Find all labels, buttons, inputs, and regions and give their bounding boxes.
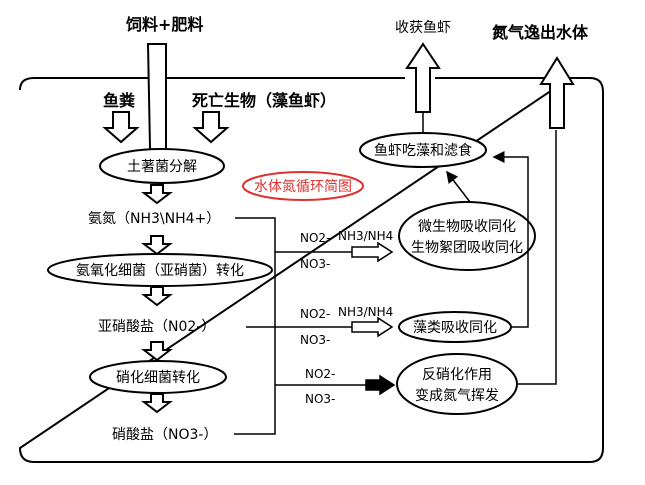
feed-input-arrow — [146, 43, 167, 162]
fish-manure-label: 鱼粪 — [103, 91, 135, 110]
nitrite-bacteria-label: 氨氧化细菌（亚硝菌）转化 — [76, 263, 244, 279]
nitrifying-bacteria-label: 硝化细菌转化 — [116, 370, 200, 386]
down-arrow-5 — [141, 393, 173, 414]
row1-no3-label: NO3- — [300, 257, 330, 271]
water-body-frame — [18, 77, 604, 463]
algae-to-fish-arrow — [492, 151, 529, 328]
microbe-label-2: 生物絮团吸收同化 — [411, 239, 523, 256]
left-collector-line — [234, 217, 276, 435]
fish-manure-arrow — [102, 111, 140, 144]
nitrate-label: 硝酸盐（NO3-） — [112, 427, 217, 443]
harvest-up-arrow — [405, 42, 441, 113]
microbe-to-fish-arrow — [446, 170, 471, 203]
row3-arrow-head — [365, 374, 396, 396]
nitrogen-escape-arrow — [539, 56, 575, 129]
diagram-title: 水体氮循环简图 — [254, 178, 352, 195]
title-ring — [242, 171, 364, 201]
denit-to-escape-line — [516, 130, 557, 385]
soil-bacteria-label: 土著菌分解 — [127, 159, 197, 175]
denitrification-label-1: 反硝化作用 — [422, 367, 492, 383]
row1-nh3-label: NH3/NH4 — [338, 229, 393, 243]
row2-nh3-label: NH3/NH4 — [338, 305, 393, 319]
row2-no2-label: NO2- — [300, 307, 330, 321]
dead-organisms-arrow — [192, 111, 230, 144]
down-arrow-1 — [141, 184, 173, 205]
denitrification-label-2: 变成氮气挥发 — [415, 388, 499, 404]
harvest-label: 收获鱼虾 — [395, 19, 451, 36]
microbe-label-1: 微生物吸收同化 — [418, 219, 516, 235]
row3-no3-label: NO3- — [305, 392, 335, 406]
fish-eat-label: 鱼虾吃藻和滤食 — [374, 142, 472, 159]
row3-no2-label: NO2- — [305, 367, 335, 381]
ammonia-label: 氨氮（NH3\NH4+） — [88, 211, 220, 227]
dead-organisms-label: 死亡生物（藻鱼虾） — [192, 91, 336, 110]
row2-no3-label: NO3- — [300, 333, 330, 347]
down-arrow-4 — [141, 341, 173, 362]
nitrite-label: 亚硝酸盐（N02-） — [98, 319, 215, 335]
down-arrow-2 — [141, 235, 173, 256]
row1-no2-label: NO2- — [300, 231, 330, 245]
row1-arrow-head — [351, 241, 394, 263]
row2-arrow-head — [351, 316, 394, 338]
down-arrow-3 — [141, 286, 173, 307]
denitrification-ellipse — [396, 353, 518, 415]
algae-label: 藻类吸收同化 — [413, 320, 497, 336]
soil-bacteria-ellipse — [99, 148, 225, 184]
nitrogen-escape-label: 氮气逸出水体 — [492, 23, 589, 42]
microbe-ellipse — [398, 201, 536, 271]
feed-fertilizer-label: 饲料+肥料 — [125, 15, 203, 34]
